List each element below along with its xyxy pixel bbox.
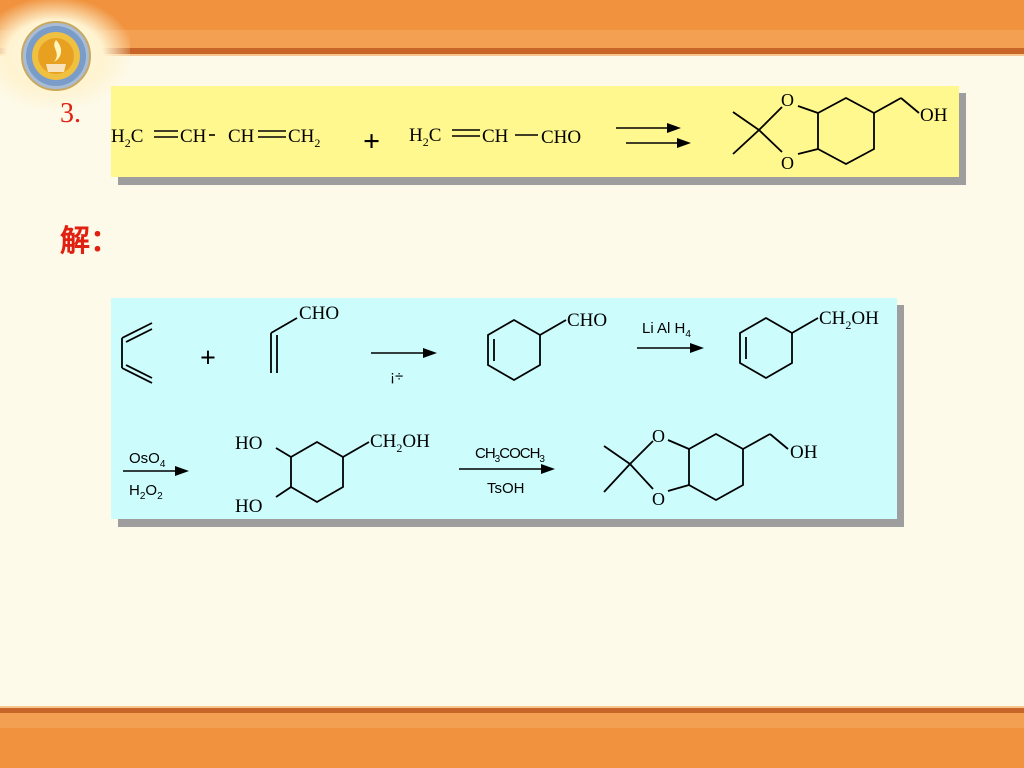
final-o-bottom: O <box>652 489 665 509</box>
final-oh: OH <box>790 442 818 463</box>
intermediate2-label: CH2OH <box>819 308 879 332</box>
diol-ch2oh: CH2OH <box>370 431 430 455</box>
intermediate1-cho: CHO <box>567 310 607 331</box>
arrow-acetonide <box>459 464 555 474</box>
university-logo <box>21 21 91 91</box>
acetone-reagent: CH3COCH3 <box>475 445 545 465</box>
svg-text:H2C: H2C <box>111 126 143 150</box>
svg-text:CHO: CHO <box>541 127 581 148</box>
heat-condition: ¡÷ <box>390 368 403 385</box>
solution-panel: + CHO ¡÷ CHO Li Al H4 CH2OH OsO4 H2O2 <box>111 298 897 519</box>
arrow-heat <box>371 348 437 358</box>
reactant-acrolein: H2C CH CHO <box>409 125 581 149</box>
tsoh-catalyst: TsOH <box>487 480 525 497</box>
svg-text:H2C: H2C <box>409 125 441 149</box>
reactant-butadiene: H2C CH CH CH2 <box>111 126 320 150</box>
final-product-structure <box>603 432 789 502</box>
header-band-light <box>0 30 1024 48</box>
product-o-bottom: O <box>781 153 794 173</box>
acrolein-cho: CHO <box>299 303 339 324</box>
diol-ho-bottom: HO <box>235 496 262 517</box>
cyclohexene-carbaldehyde <box>487 318 567 382</box>
final-o-top: O <box>652 426 665 446</box>
question-panel: H2C CH CH CH2 + H2C CH CHO O O OH <box>111 86 959 177</box>
h2o2-reagent: H2O2 <box>129 482 163 502</box>
plus-sign-2: + <box>200 343 216 374</box>
target-product-structure <box>732 96 920 166</box>
plus-sign: + <box>363 125 380 158</box>
diol-ho-top: HO <box>235 433 262 454</box>
product-o-top: O <box>781 90 794 110</box>
header-rule-highlight <box>0 54 1024 56</box>
header-rule <box>0 48 1024 54</box>
cyclohexene-methanol <box>739 316 819 380</box>
header-band <box>0 0 1024 30</box>
arrow-reduction <box>637 343 704 353</box>
lialh4-reagent: Li Al H4 <box>642 320 691 340</box>
footer-band-light <box>0 713 1024 728</box>
arrow-dihydroxylation <box>123 466 189 476</box>
question-number: 3. <box>60 98 81 129</box>
solution-label: 解： <box>60 224 120 259</box>
footer-rule <box>0 708 1024 713</box>
butadiene-skeleton <box>121 322 153 384</box>
multi-step-arrow <box>616 123 691 148</box>
svg-text:CH2: CH2 <box>288 126 320 150</box>
product-oh: OH <box>920 105 948 126</box>
footer-band <box>0 728 1024 768</box>
svg-text:CH: CH <box>482 126 509 147</box>
footer-rule-highlight <box>0 706 1024 708</box>
svg-text:CH: CH <box>180 126 207 147</box>
oso4-reagent: OsO4 <box>129 450 166 470</box>
svg-text:CH: CH <box>228 126 255 147</box>
acrolein-skeleton <box>270 317 298 373</box>
diol-structure <box>275 440 370 504</box>
